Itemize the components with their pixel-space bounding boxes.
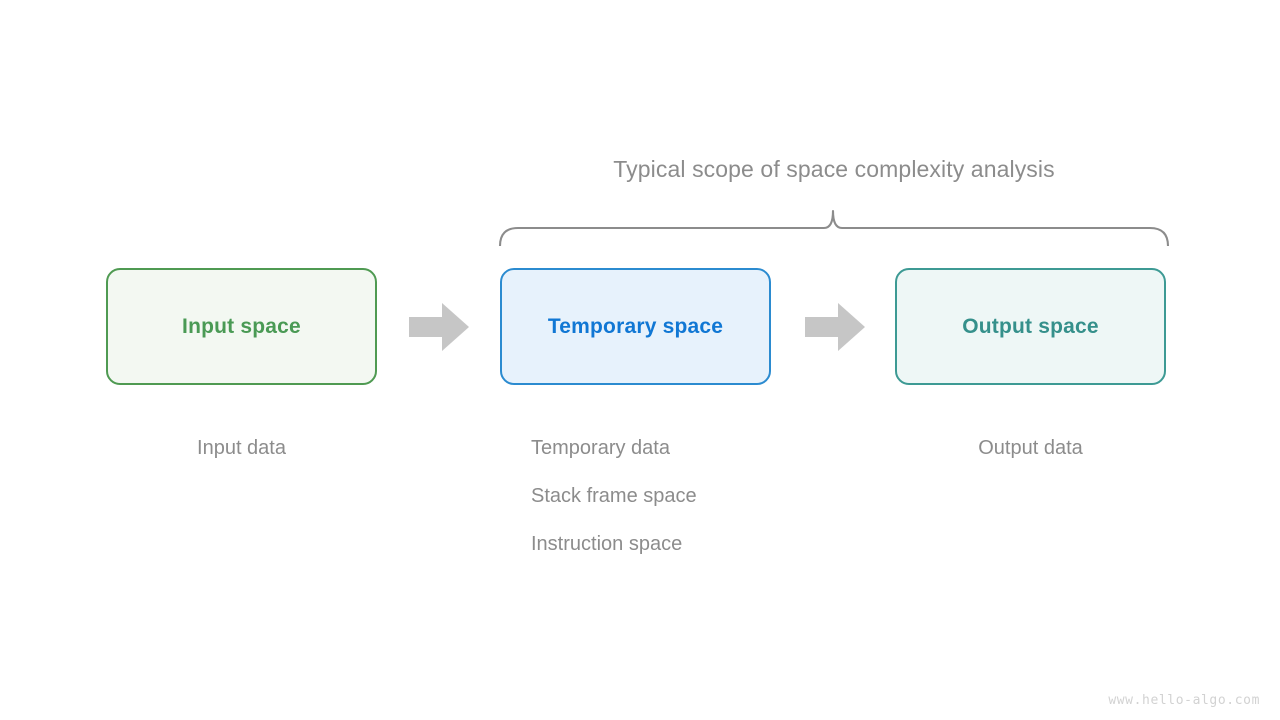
box-temporary-space[interactable]: Temporary space [500, 268, 771, 385]
caption-list-temporary: Temporary data Stack frame space Instruc… [531, 424, 697, 568]
box-output-space-label: Output space [962, 314, 1099, 338]
caption-item: Stack frame space [531, 485, 697, 507]
scope-brace-icon [498, 209, 1170, 246]
caption-item: Output data [978, 437, 1083, 459]
caption-list-output: Output data [895, 424, 1166, 472]
box-temporary-space-label: Temporary space [547, 314, 724, 338]
caption-item: Input data [197, 437, 286, 459]
caption-item: Temporary data [531, 437, 670, 459]
arrow-right-icon-input-to-temporary [409, 303, 469, 351]
scope-title: Typical scope of space complexity analys… [613, 156, 1055, 182]
arrow-right-icon-temporary-to-output [805, 303, 865, 351]
caption-item: Instruction space [531, 533, 683, 555]
caption-list-input: Input data [106, 424, 377, 472]
watermark: www.hello-algo.com [1108, 693, 1260, 708]
box-input-space[interactable]: Input space [106, 268, 377, 385]
box-input-space-label: Input space [182, 314, 301, 338]
box-output-space[interactable]: Output space [895, 268, 1166, 385]
